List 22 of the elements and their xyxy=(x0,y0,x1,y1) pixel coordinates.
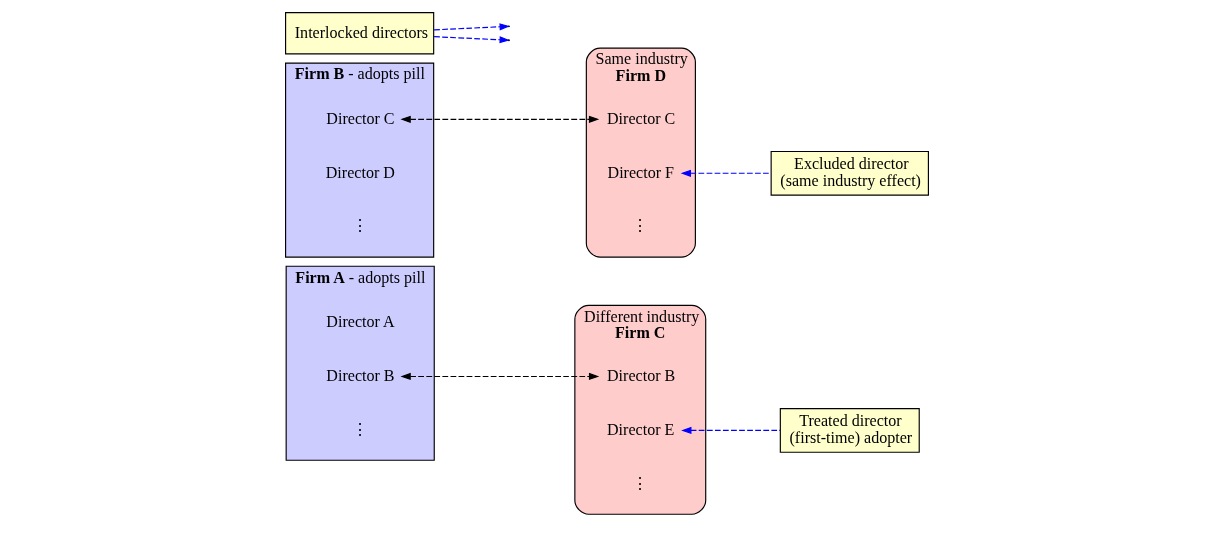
node-text: Director A xyxy=(326,312,395,330)
node-text: Director E xyxy=(607,420,675,438)
node-text: Director F xyxy=(607,163,675,181)
node-box: Excluded director (same industry effect) xyxy=(770,150,929,196)
node-label: Same industry xyxy=(595,50,688,68)
arrow xyxy=(400,115,600,123)
arrow xyxy=(680,169,772,177)
node-box: Treated director (first-time) adopter xyxy=(779,408,920,453)
node-text: Director C xyxy=(326,109,395,127)
arrow xyxy=(681,426,781,435)
node-text: Director D xyxy=(325,163,395,181)
node-text: Director B xyxy=(326,366,395,384)
node-text: ⋮ xyxy=(632,474,649,492)
node-text: ⋮ xyxy=(351,420,368,438)
node-text: Director B xyxy=(607,366,676,384)
node-label: Different industry xyxy=(584,307,700,325)
arrow xyxy=(400,372,600,381)
node-text: ⋮ xyxy=(632,217,649,235)
node-text: ⋮ xyxy=(351,217,368,235)
node-box: Interlocked directors xyxy=(285,12,435,55)
node-text: Director C xyxy=(607,109,676,127)
arrow xyxy=(433,36,510,44)
